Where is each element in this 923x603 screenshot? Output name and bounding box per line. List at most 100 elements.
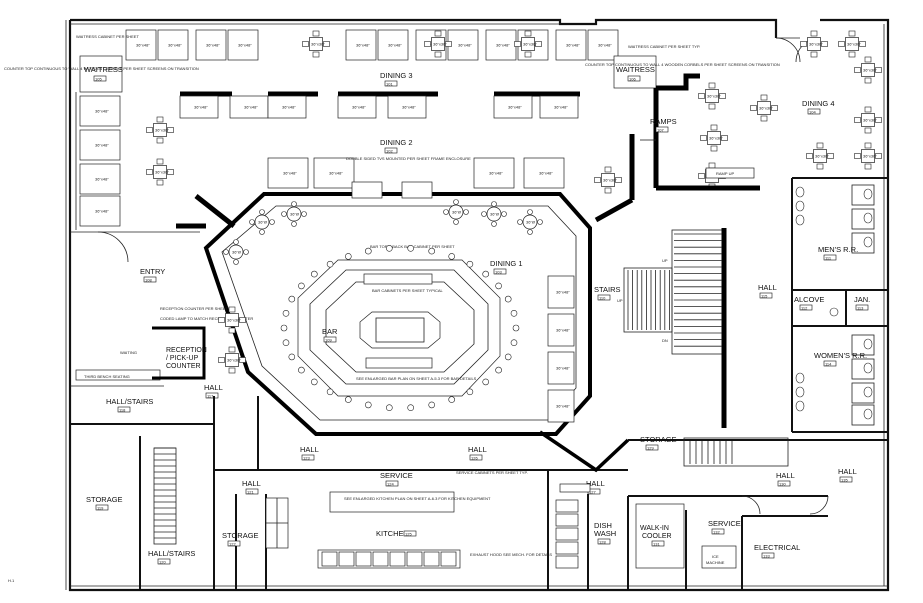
chair [810, 51, 818, 58]
svg-text:118: 118 [119, 408, 126, 413]
svg-text:WASH: WASH [594, 529, 616, 538]
chair [228, 346, 236, 353]
booth-seat [587, 29, 619, 61]
bar-stool [282, 339, 290, 347]
chair [838, 41, 845, 47]
svg-text:HALL: HALL [468, 445, 487, 454]
table [153, 123, 167, 137]
chair [700, 135, 707, 141]
chair [864, 163, 872, 170]
bar-stool [504, 353, 512, 361]
svg-text:WAITRESS CABINET PER SHEET: WAITRESS CABINET PER SHEET [76, 34, 139, 39]
shelf-unit [555, 541, 579, 555]
chair [443, 209, 449, 215]
bar-stool [385, 245, 393, 252]
round-table [522, 214, 538, 230]
svg-text:/ PICK-UP: / PICK-UP [166, 355, 199, 362]
bar-stool [364, 247, 372, 255]
chair [604, 187, 612, 194]
chair [864, 56, 872, 63]
svg-text:BAR CABINETS PER SHEET TYPICAL: BAR CABINETS PER SHEET TYPICAL [372, 288, 444, 293]
bar-stool [282, 309, 290, 317]
table [861, 113, 875, 127]
entry-tables: 36"x36"36"x36" [218, 306, 246, 374]
svg-text:104: 104 [809, 110, 816, 115]
chair [146, 127, 153, 133]
urinal [795, 200, 805, 212]
dining2-label: DINING 2 [380, 138, 413, 147]
table [861, 149, 875, 163]
chair [875, 117, 882, 123]
chair [710, 145, 718, 152]
svg-text:SEE ENLARGED KITCHEN PLAN ON S: SEE ENLARGED KITCHEN PLAN ON SHEET A-6.3… [344, 496, 491, 501]
svg-text:130: 130 [779, 482, 786, 487]
chair [527, 229, 533, 235]
booth-tag: 36"x48" [388, 43, 402, 48]
booth-tag: 36"x48" [356, 43, 370, 48]
table [861, 63, 875, 77]
booth-tag: 36"x48" [556, 290, 570, 295]
table-tag: 36"Ø [258, 220, 267, 225]
booth-tag: 36"x48" [554, 105, 568, 110]
chair [228, 306, 236, 313]
svg-text:COUNTER TOP CONTINUOUS TO WALL: COUNTER TOP CONTINUOUS TO WALL 4 WOODEN … [4, 66, 199, 71]
svg-text:RAMPS: RAMPS [650, 117, 677, 126]
svg-text:122: 122 [229, 542, 236, 547]
toilet-stall [851, 208, 875, 230]
chair [708, 162, 716, 169]
chair [848, 30, 856, 37]
sheet-mark: H.1 [8, 578, 15, 583]
booth-seat [79, 95, 121, 127]
svg-text:SERVICE CABINETS PER SHEET TYP: SERVICE CABINETS PER SHEET TYP. [456, 470, 528, 475]
chair [864, 106, 872, 113]
table-tag: 36"x36" [311, 42, 325, 47]
kitchen-unit [338, 551, 355, 567]
chair [146, 169, 153, 175]
chair [848, 51, 856, 58]
bar-stool [482, 270, 490, 278]
svg-text:HALL: HALL [776, 471, 795, 480]
bar-stool [326, 388, 334, 396]
chair [239, 357, 246, 363]
toilet [863, 212, 873, 224]
chair [491, 201, 497, 207]
chair [249, 219, 255, 225]
kitchen-unit [440, 551, 457, 567]
svg-text:DN: DN [662, 338, 668, 343]
chair [527, 209, 533, 215]
booth-tag: 36"x48" [458, 43, 472, 48]
svg-text:129: 129 [647, 446, 654, 451]
chair [537, 219, 543, 225]
svg-text:SEE ENLARGED BAR PLAN ON SHEET: SEE ENLARGED BAR PLAN ON SHEET A-5.3 FOR… [356, 376, 477, 381]
dining1-booths: 36"x48"36"x48"36"x48"36"x48"36"x48"36"x4… [267, 157, 575, 423]
mop-sink [829, 307, 839, 317]
left-hall-stairs: HALL/STAIRS 118 STORAGE 119 HALL/STAIRS … [70, 396, 215, 590]
booth-seat [267, 157, 309, 189]
svg-text:SERVICE: SERVICE [708, 519, 741, 528]
svg-text:HALL: HALL [758, 283, 777, 292]
lower-right-rooms: WALK-IN COOLER 131 SERVICE 132 ICE MACHI… [539, 430, 888, 590]
table [309, 37, 323, 51]
svg-text:101: 101 [386, 82, 393, 87]
chair [875, 67, 882, 73]
chair [424, 41, 431, 47]
svg-text:121: 121 [247, 490, 254, 495]
restroom-fixtures [795, 184, 875, 426]
bar-stools [280, 245, 520, 412]
toilet [863, 188, 873, 200]
table-tag: 36"Ø [452, 210, 461, 215]
svg-text:HALL: HALL [586, 479, 605, 488]
chair [875, 153, 882, 159]
booth-seat [447, 29, 479, 61]
table [431, 37, 445, 51]
chair [854, 117, 861, 123]
svg-text:HALL/STAIRS: HALL/STAIRS [148, 549, 195, 558]
booth-seat [547, 275, 575, 309]
booth-seat [125, 29, 157, 61]
booth-tag: 36"x48" [283, 171, 297, 176]
bar-stool [288, 295, 296, 303]
chair [524, 51, 532, 58]
table [225, 353, 239, 367]
svg-text:109: 109 [325, 338, 332, 343]
booth-tag: 36"x48" [598, 43, 612, 48]
